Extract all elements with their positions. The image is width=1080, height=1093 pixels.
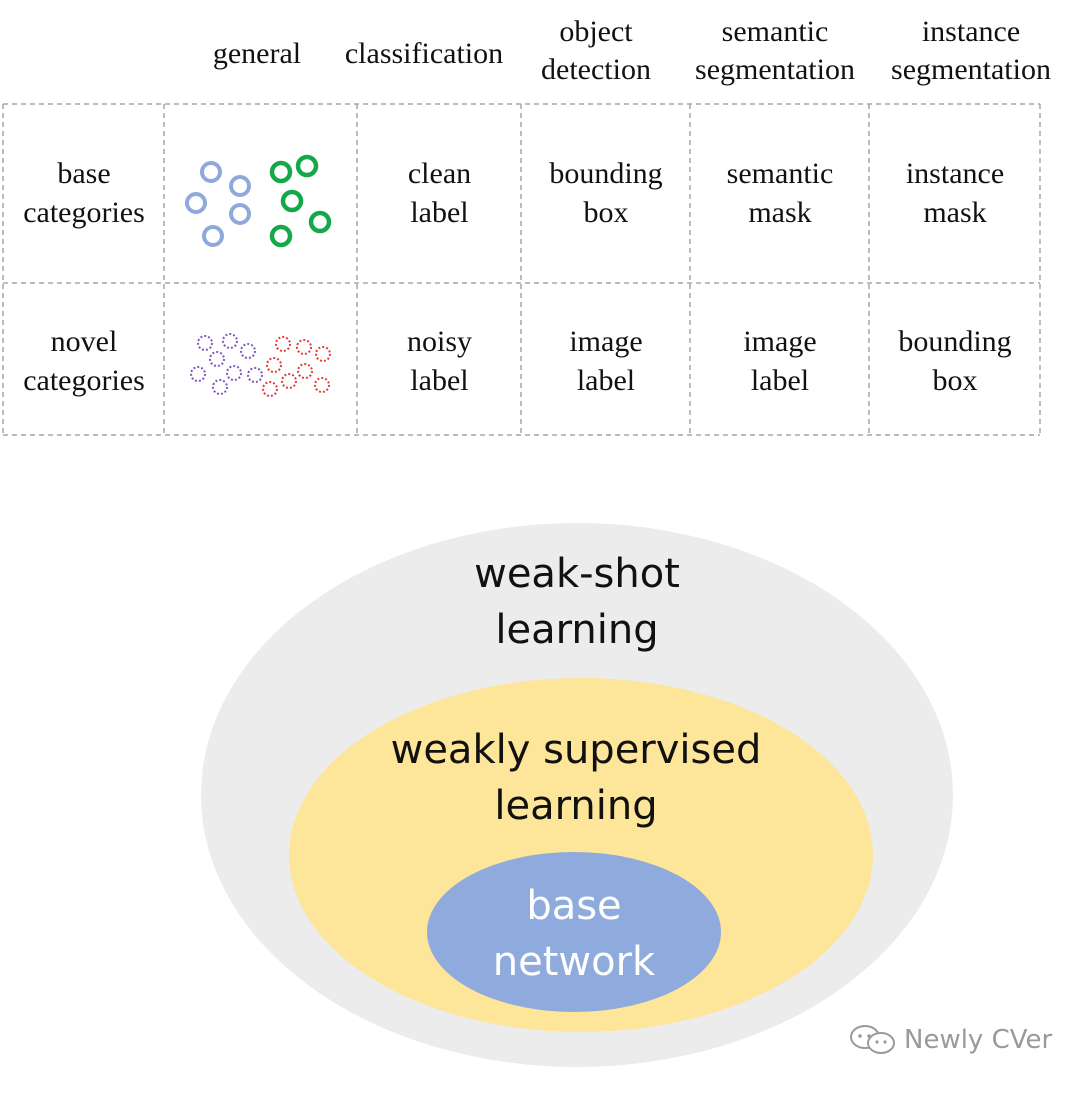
base-blue-circles: [185, 161, 251, 247]
watermark: Newly CVer: [848, 1024, 1052, 1056]
inner-ellipse: [427, 852, 721, 1012]
cell-base-instance-segmentation: instance mask: [905, 157, 1005, 229]
header-instance-segmentation: instance segmentation: [891, 15, 1051, 86]
novel-red-circles: [262, 336, 331, 397]
cell-novel-instance-segmentation: bounding box: [898, 325, 1012, 397]
watermark-text: Newly CVer: [904, 1025, 1053, 1055]
row-label-base-categories: base categories: [23, 157, 145, 229]
header-object-detection: object detection: [541, 15, 651, 86]
cell-novel-classification: noisy label: [406, 325, 472, 397]
cell-base-classification: clean label: [407, 157, 472, 229]
header-semantic-segmentation: semantic segmentation: [695, 15, 855, 86]
cell-novel-object-detection: image label: [569, 325, 643, 397]
novel-purple-circles: [190, 333, 263, 395]
header-classification: classification: [344, 37, 504, 70]
outer-ellipse-label: weak-shot learning: [474, 551, 680, 653]
cell-novel-semantic-segmentation: image label: [743, 325, 817, 397]
inner-ellipse-label: base network: [492, 883, 656, 985]
header-general: general: [212, 37, 302, 70]
cell-base-object-detection: bounding box: [549, 157, 663, 229]
row-label-novel-categories: novel categories: [23, 325, 145, 397]
table-grid: [2, 103, 1041, 436]
chat-bubbles-icon: [850, 1025, 895, 1054]
middle-ellipse-label: weakly supervised learning: [390, 727, 762, 829]
base-green-circles: [269, 154, 332, 248]
cell-base-semantic-segmentation: semantic mask: [726, 157, 834, 229]
